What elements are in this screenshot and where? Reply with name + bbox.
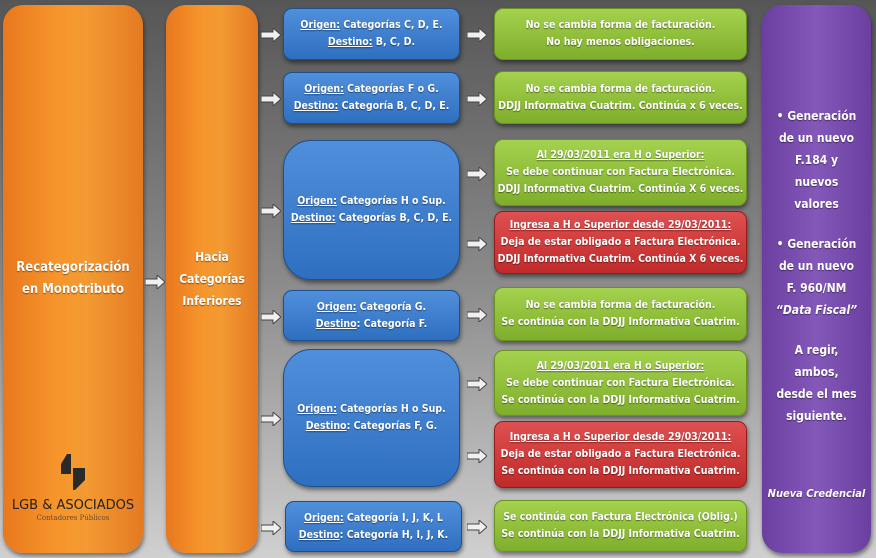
destino-label: Destino: bbox=[327, 36, 373, 48]
arrow-right-icon bbox=[466, 165, 488, 182]
origen-label: Origen: bbox=[297, 195, 337, 207]
arrow-right-icon bbox=[466, 235, 488, 252]
middle-line-3: Inferiores bbox=[182, 294, 242, 308]
origen-label: Origen: bbox=[304, 83, 344, 95]
destino-label: Destino bbox=[305, 420, 347, 432]
origen-value: Categorías F o G. bbox=[343, 83, 439, 95]
result-box: No se cambia forma de facturación. Se con… bbox=[494, 287, 747, 341]
result-line-1: Se debe continuar con Factura Electrónic… bbox=[506, 376, 735, 389]
result-box: Al 29/03/2011 era H o Superior: Se debe c… bbox=[494, 350, 747, 416]
company-logo: LGB & ASOCIADOS Contadores Públicos bbox=[3, 454, 143, 523]
origen-value: Categorías C, D, E. bbox=[340, 19, 443, 31]
arrow-right-icon bbox=[466, 375, 488, 393]
no-obligado-result-box: Ingresa a H o Superior desde 29/03/2011:… bbox=[494, 421, 747, 488]
origen-value: Categorías H o Sup. bbox=[336, 403, 446, 415]
origen-label: Origen: bbox=[304, 511, 344, 524]
logo-subtitle: Contadores Públicos bbox=[36, 514, 110, 522]
result-line-1: Deja de estar obligado a Factura Electró… bbox=[500, 236, 741, 248]
arrow-right-icon bbox=[466, 447, 488, 464]
result-heading: Al 29/03/2011 era H o Superior: bbox=[536, 149, 705, 161]
destino-value: : Categoría H, I, J, K. bbox=[339, 528, 449, 541]
arrow-right-icon bbox=[466, 518, 488, 536]
arrow-right-icon bbox=[260, 202, 282, 220]
origen-value: Categorías H o Sup. bbox=[336, 195, 446, 207]
arrow-right-icon bbox=[260, 410, 282, 428]
no-obligado-result-box: Ingresa a H o Superior desde 29/03/2011:… bbox=[494, 211, 747, 274]
result-line-2: DDJJ Informativa Cuatrim. Continúa X 6 v… bbox=[497, 253, 744, 265]
result-line-1: Deja de estar obligado a Factura Electró… bbox=[500, 448, 741, 460]
result-box: No se cambia forma de facturación. No hay… bbox=[494, 8, 747, 60]
origen-label: Origen: bbox=[297, 403, 337, 415]
arrow-right-icon bbox=[260, 90, 282, 108]
result-box: Se continúa con Factura Electrónica (Obl… bbox=[494, 500, 747, 552]
result-box: No se cambia forma de facturación. DDJJ I… bbox=[494, 71, 747, 124]
result-line-2: DDJJ Informativa Cuatrim. Continúa X 6 v… bbox=[497, 183, 744, 195]
origen-destino-box: Origen: Categorías H o Sup.Destino: Cate… bbox=[283, 140, 460, 280]
arrow-right-icon bbox=[260, 308, 282, 325]
arrow-right-icon bbox=[144, 273, 166, 291]
result-line-2: DDJJ Informativa Cuatrim. Continúa x 6 v… bbox=[498, 99, 743, 112]
arrow-right-icon bbox=[466, 90, 488, 107]
middle-line-1: Hacia bbox=[195, 250, 229, 264]
result-heading: Ingresa a H o Superior desde 29/03/2011: bbox=[509, 431, 732, 443]
destino-label: Destino: bbox=[290, 212, 336, 224]
logo-name: LGB & ASOCIADOS bbox=[11, 498, 135, 513]
middle-line-2: Categorías bbox=[179, 272, 245, 286]
origen-label: Origen: bbox=[300, 19, 341, 31]
destino-value: Categoría B, C, D, E. bbox=[338, 100, 450, 112]
origen-label: Origen: bbox=[316, 300, 357, 313]
result-heading: Ingresa a H o Superior desde 29/03/2011: bbox=[509, 219, 732, 231]
result-line-1: Se continúa con Factura Electrónica (Obl… bbox=[503, 511, 738, 523]
destino-label: Destino bbox=[298, 528, 340, 541]
result-line-2: No hay menos obligaciones. bbox=[546, 36, 695, 48]
result-line-1: No se cambia forma de facturación. bbox=[525, 299, 716, 311]
result-line-1: Se debe continuar con Factura Electrónic… bbox=[506, 166, 735, 178]
recategorizacion-box: Recategorización en Monotributo LGB & AS… bbox=[3, 5, 143, 553]
result-line-1: No se cambia forma de facturación. bbox=[525, 19, 716, 31]
destino-label: Destino: bbox=[293, 100, 339, 112]
result-box: Al 29/03/2011 era H o Superior: Se debe c… bbox=[494, 139, 747, 206]
origen-destino-box: Origen: Categorías H o Sup. Destino: Cate… bbox=[283, 349, 460, 487]
destino-value: B, C, D. bbox=[372, 36, 416, 48]
arrow-right-icon bbox=[260, 26, 282, 44]
result-heading: Al 29/03/2011 era H o Superior: bbox=[536, 359, 705, 372]
origen-destino-box: Origen: Categoría G. Destino: Categoría F… bbox=[283, 290, 460, 341]
result-line-2: Se continúa con la DDJJ Informativa Cuat… bbox=[501, 528, 740, 540]
origen-value: Categoría I, J, K, L bbox=[343, 511, 443, 524]
categorias-inferiores-box: Hacia Categorías Inferiores bbox=[166, 5, 258, 553]
destino-value: : Categoría F. bbox=[356, 317, 428, 330]
title-line-1: Recategorización bbox=[16, 260, 130, 275]
result-line-2: Se continúa con la DDJJ Informativa Cuat… bbox=[501, 316, 740, 328]
nueva-credencial-label: Nueva Credencial bbox=[767, 487, 866, 500]
destino-label: Destino bbox=[315, 317, 357, 330]
origen-destino-box: Origen: Categorías C, D, E. Destino: B, C… bbox=[283, 8, 460, 60]
arrow-right-icon bbox=[260, 519, 282, 536]
destino-value: : Categorías F, G. bbox=[346, 420, 438, 432]
arrow-right-icon bbox=[466, 26, 488, 44]
result-line-1: No se cambia forma de facturación. bbox=[525, 82, 716, 95]
origen-destino-box: Origen: Categorías F o G. Destino: Catego… bbox=[283, 72, 460, 124]
arrow-right-icon bbox=[466, 306, 488, 324]
destino-value: Categorías B, C, D, E. bbox=[335, 212, 453, 224]
origen-value: Categoría G. bbox=[356, 300, 427, 313]
title-line-2: en Monotributo bbox=[21, 282, 125, 297]
result-line-2: Se continúa con la DDJJ Informativa Cuat… bbox=[501, 465, 740, 477]
logo-mark-icon bbox=[61, 454, 85, 490]
result-line-2: Se continúa con la DDJJ Informativa Cuat… bbox=[501, 393, 740, 406]
